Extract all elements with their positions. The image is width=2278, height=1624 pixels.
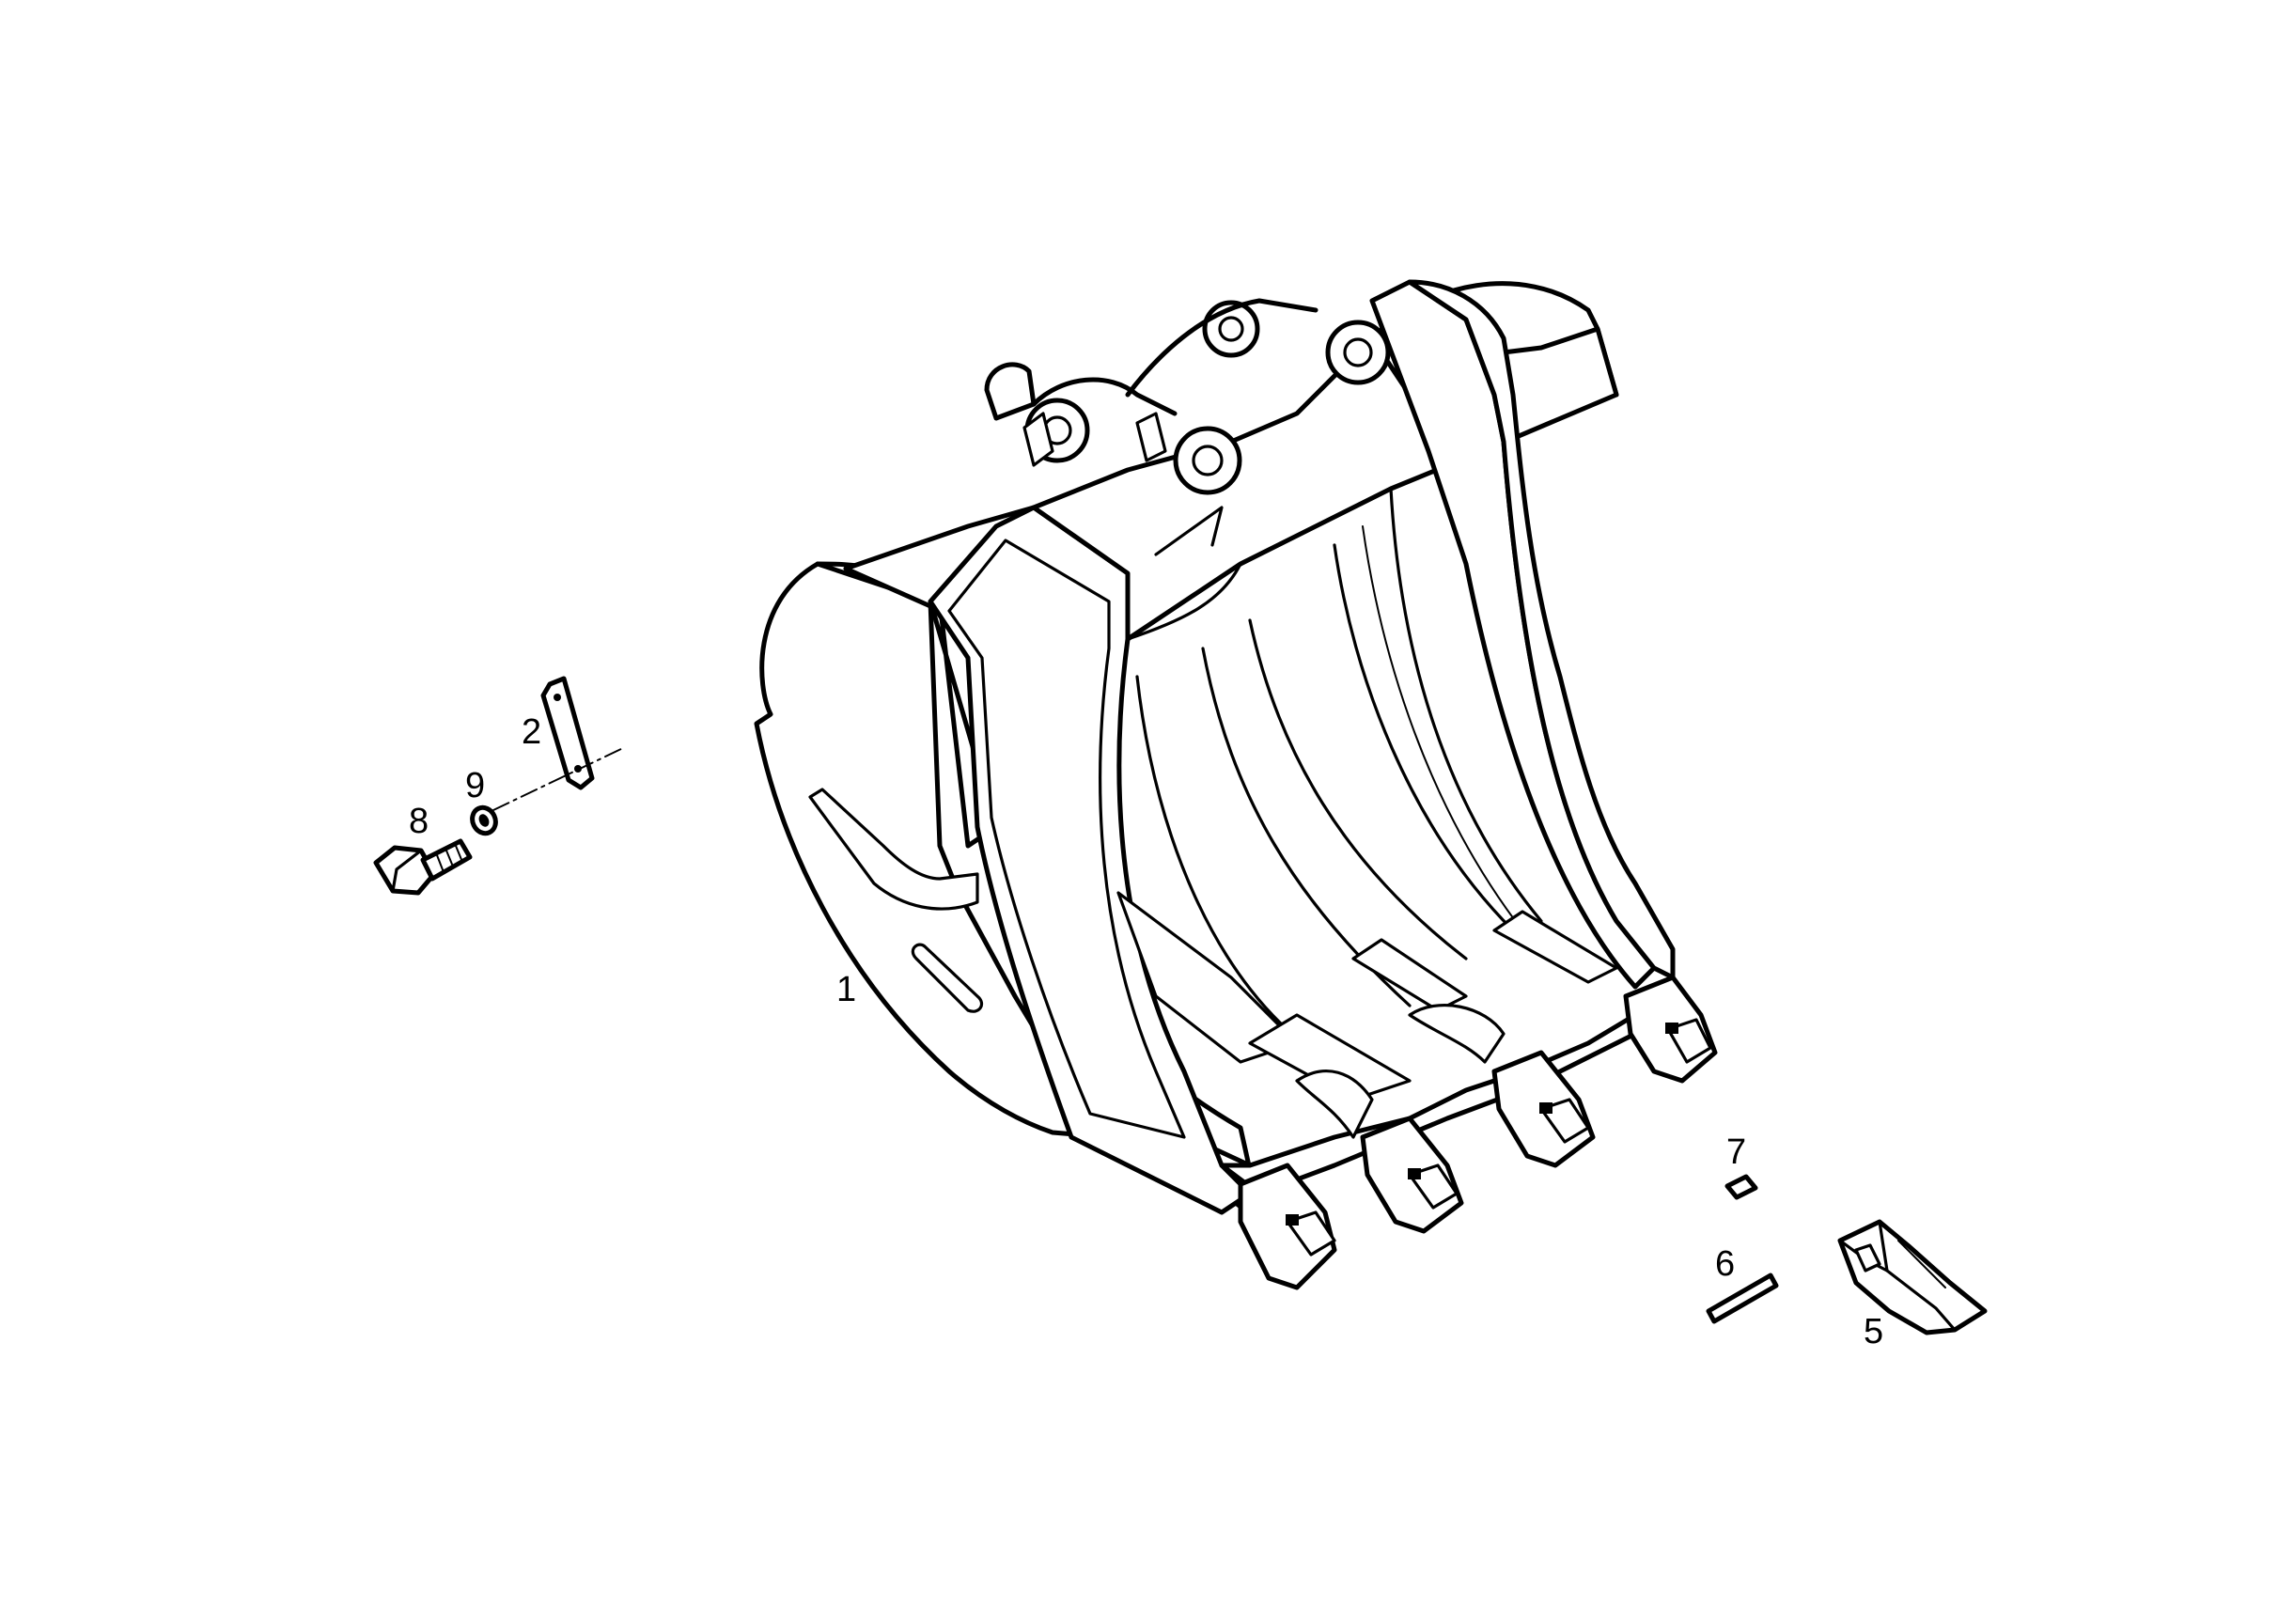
- tooth-adapter-4: [1623, 975, 1718, 1084]
- callout-part-6: 6: [1715, 1244, 1736, 1284]
- part-2-plate: [540, 676, 595, 790]
- hinge-bosses: [984, 300, 1391, 556]
- part-8-bolt: [373, 838, 473, 896]
- tooth-adapter-2: [1360, 1116, 1464, 1234]
- callout-part-7: 7: [1726, 1132, 1747, 1172]
- callout-part-1: 1: [836, 970, 857, 1009]
- part-9-washer: [470, 804, 498, 836]
- tooth-adapter-1: [1238, 1163, 1337, 1290]
- part-7-pin: [1724, 1174, 1758, 1200]
- callout-part-5: 5: [1864, 1312, 1884, 1351]
- callout-part-2: 2: [522, 712, 542, 752]
- tooth-adapter-3: [1491, 1050, 1596, 1168]
- part-5-tooth: [1837, 1219, 1988, 1335]
- callout-part-9: 9: [465, 766, 486, 805]
- bucket-body: [754, 279, 1718, 1290]
- callout-part-8: 8: [409, 802, 429, 841]
- part-6-lock: [1706, 1273, 1779, 1324]
